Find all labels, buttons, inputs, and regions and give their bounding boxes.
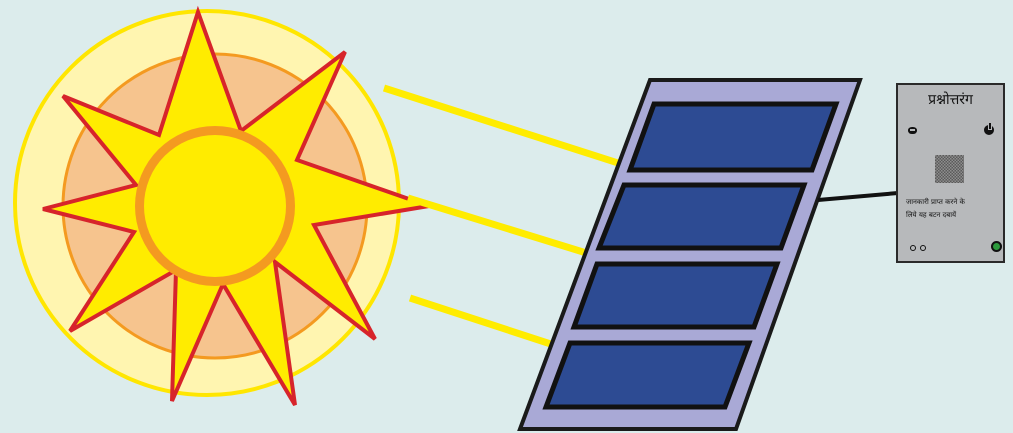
speaker-grille-icon [935,155,964,183]
solar-cell-2 [599,185,804,248]
device-title: प्रश्नोत्तरंग [898,90,1003,109]
camera-icon [908,127,917,134]
question-answer-device: प्रश्नोत्तरंग जानकारी प्राप्त करने के लि… [896,83,1005,263]
solar-cell-4 [546,343,749,407]
indicator-dot-icon [910,245,916,251]
indicator-dot-icon [920,245,926,251]
device-instruction: जानकारी प्राप्त करने के लिये यह बटन दबाय… [906,196,1000,222]
solar-cell-1 [630,104,836,170]
sun-icon [15,11,429,405]
solar-panel [520,80,860,429]
sun-core [144,135,286,277]
power-icon [984,125,994,135]
indicator-led-icon [991,241,1002,252]
solar-cell-3 [574,264,777,327]
connection-wire [818,193,898,200]
